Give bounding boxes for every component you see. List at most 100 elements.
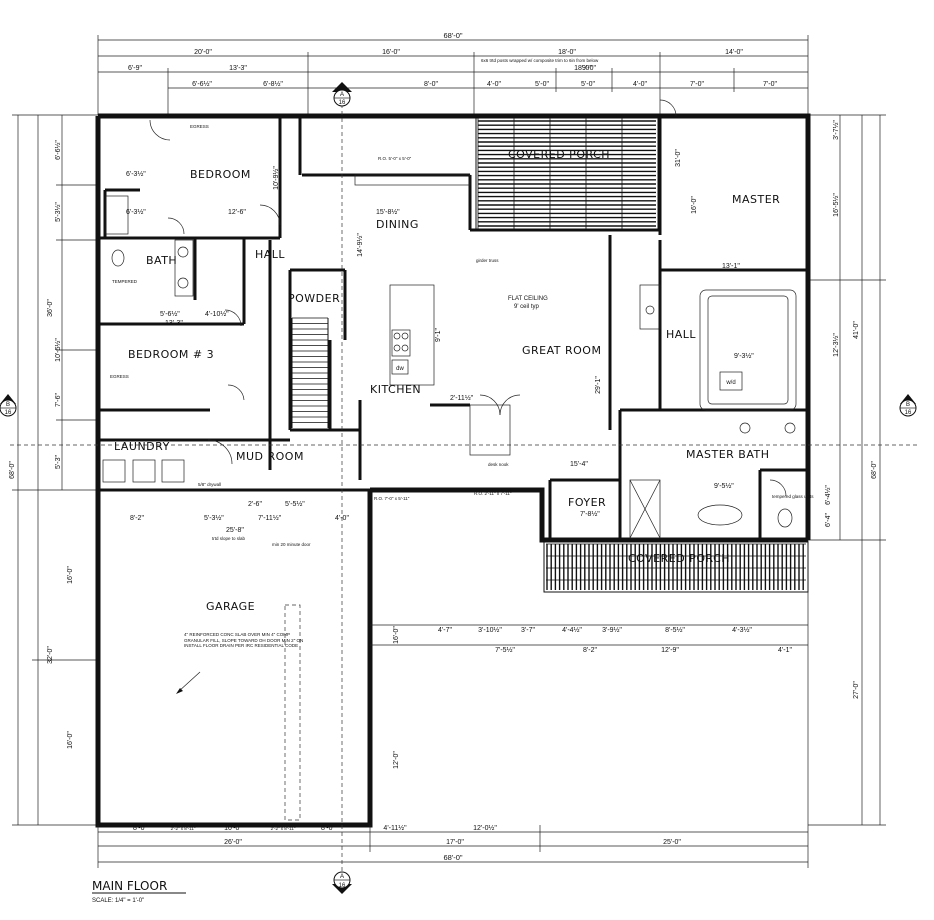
dim-porch-1: 4'-7" [438, 627, 452, 634]
dim-right-i2: 16'-5½" [832, 193, 840, 217]
dim-master-w: 13'-1" [722, 263, 740, 270]
note-min-door: min 20 minute door [272, 542, 311, 547]
note-ro1: R.O. 5'-0" x 5'-0" [378, 156, 412, 161]
dim-garage-w1: 8'-2" [130, 515, 144, 522]
note-slope: trtd slope to slab [212, 536, 246, 541]
dim-great-h: 29'-1" [595, 376, 602, 394]
covered-porch-bottom-hatch [543, 541, 809, 593]
dim-left-i6: 16'-0" [67, 566, 74, 584]
marker-left-sheet: 16 [5, 410, 12, 416]
dim-top-r4-5: 5'-0" [535, 81, 549, 88]
dim-dining-w: 15'-8½" [376, 208, 400, 216]
dim-left-68: 68'-0" [9, 461, 16, 479]
dim-bot-4: 2'-2" x 8'-11" [271, 826, 296, 831]
dim-master-h2: 31'-0" [675, 149, 682, 167]
dim-top-r4-4: 4'-0" [487, 81, 501, 88]
note-desk-nook: desk nook [488, 462, 509, 467]
note-egress2: EGRESS [110, 374, 129, 379]
dim-right-i4: 6'-4½" [824, 485, 832, 505]
note-flat-ceiling: FLAT CEILING [508, 296, 548, 302]
section-marker-right: B 16 [899, 394, 917, 417]
dim-left-32: 32'-0" [47, 646, 54, 664]
dim-top-r4-2: 6'-8½" [263, 80, 283, 88]
wd-label: w/d [725, 380, 735, 386]
dim-bot-6: 4'-11½" [383, 824, 407, 832]
note-drywall: 5/8" drywall [198, 482, 221, 487]
overall-width-top: 68'-0" [443, 31, 462, 40]
bottom-dimensions: 8'-0" 2'-2" x 8'-11" 10'-0" 2'-2" x 8'-1… [97, 540, 809, 868]
dim-porch-4: 4'-4½" [562, 626, 582, 634]
dim-porch-10: 12'-9" [661, 647, 679, 654]
room-laundry: LAUNDRY [114, 440, 170, 453]
dim-bot-7: 12'-0½" [473, 824, 497, 832]
dim-mud-w3: 2'-6" [248, 501, 262, 508]
dim-garage-h2: 12'-0" [393, 751, 400, 769]
dim-right-27: 27'-0" [853, 681, 860, 699]
note-temper-glass: tempered glass units [772, 494, 814, 499]
dim-porch-5: 3'-9½" [602, 626, 622, 634]
room-covered-porch-top: COVERED PORCH [508, 148, 610, 161]
room-bath: BATH [146, 254, 177, 267]
dim-bot-3: 10'-0" [224, 825, 242, 832]
note-egress: EGRESS [190, 124, 209, 129]
dim-top-r4-10: 7'-0" [763, 81, 777, 88]
dim-bath-w2: 6'-3½" [126, 208, 146, 216]
interior-dimensions: 12'-6" 10'-9½" 6'-3½" 6'-3½" 13'-3" 5'-6… [126, 149, 754, 769]
dim-top-1: 20'-0" [194, 49, 212, 56]
dw-label: dw [396, 366, 404, 372]
dim-right-i5: 6'-4" [825, 513, 832, 527]
dim-top-r4-3: 8'-0" [424, 81, 438, 88]
door-swings [149, 99, 787, 497]
room-covered-porch-bottom: COVERED PORCH [628, 552, 730, 565]
covered-porch-top-hatch [475, 117, 659, 231]
room-kitchen: KITCHEN [370, 383, 421, 396]
dim-top-r3-1: 6'-9" [128, 65, 142, 72]
room-powder: POWDER [288, 292, 340, 305]
dim-right-68: 68'-0" [871, 461, 878, 479]
dim-great-w: 15'-4" [570, 461, 588, 468]
note-ro3: R.O. 2'-11" x 7'-11" [474, 491, 512, 496]
marker-right-sheet: 16 [905, 410, 912, 416]
dim-mud-w2: 7'-11½" [258, 514, 282, 522]
room-hall-left: HALL [255, 248, 285, 261]
overall-width-bottom: 68'-0" [443, 853, 462, 862]
dim-top-r4-8: 4'-0" [633, 81, 647, 88]
top-dimensions: 68'-0" 20'-0" 16'-0" 18'-0" 14'-0" 6'-9"… [97, 31, 809, 115]
dim-mud-w5: 4'-0" [335, 515, 349, 522]
marker-top-letter: A [340, 92, 344, 98]
dim-porch-3: 3'-7" [521, 627, 535, 634]
dim-top-r3-3: 18'-0" [574, 65, 592, 72]
garage-note-box: 4" REINFORCED CONC SLAB OVER MIN 4" COMP… [184, 632, 304, 648]
title-scale: SCALE: 1/4" = 1'-0" [92, 898, 144, 904]
room-labels: BEDROOM BATH HALL POWDER DINING COVERED … [114, 148, 780, 613]
room-bedroom3: BEDROOM # 3 [128, 348, 214, 361]
note-ro2: R.O. 7'-0" x 5'-11" [374, 496, 410, 501]
garage-details: 4'-7" 3'-10½" 3'-7" 4'-4½" 3'-9½" 8'-5½"… [284, 604, 808, 821]
section-marker-bottom: A 16 [332, 871, 352, 894]
dim-kitchen-w: 2'-11½" [450, 394, 474, 402]
dim-bed3-w2: 5'-6½" [160, 310, 180, 318]
left-dimensions: 36'-0" 68'-0" 32'-0" 6'-6½" 5'-3½" 10'-5… [9, 114, 98, 826]
dim-porch-11: 4'-1" [778, 647, 792, 654]
section-marker-left: B 16 [0, 394, 17, 417]
right-dimensions: 3'-7½" 16'-5½" 12'-3½" 41'-0" 68'-0" 27'… [808, 114, 886, 826]
dim-porch-8: 7'-5½" [495, 646, 515, 654]
dim-top-2: 16'-0" [382, 49, 400, 56]
dim-top-r4-1: 6'-6½" [192, 80, 212, 88]
marker-left-letter: B [6, 402, 10, 408]
dim-bot-9: 17'-0" [446, 839, 464, 846]
dim-top-r3-2: 13'-3" [229, 65, 247, 72]
room-master-bath: MASTER BATH [686, 448, 770, 461]
dim-mud-w4: 5'-5½" [285, 500, 305, 508]
dim-mbath-w2: 9'-5½" [714, 482, 734, 490]
dim-left-i3: 10'-5½" [54, 338, 62, 362]
drawing-title: MAIN FLOOR SCALE: 1/4" = 1'-0" [92, 879, 186, 904]
dim-master-h: 16'-0" [691, 196, 698, 214]
room-hall-right: HALL [666, 328, 696, 341]
exterior-walls [95, 113, 811, 828]
dim-left-i7: 16'-0" [67, 731, 74, 749]
note-garage: 4" REINFORCED CONC SLAB OVER MIN 4" COMP… [184, 632, 304, 648]
dim-porch-6: 8'-5½" [665, 626, 685, 634]
dim-right-i1: 3'-7½" [832, 120, 840, 140]
